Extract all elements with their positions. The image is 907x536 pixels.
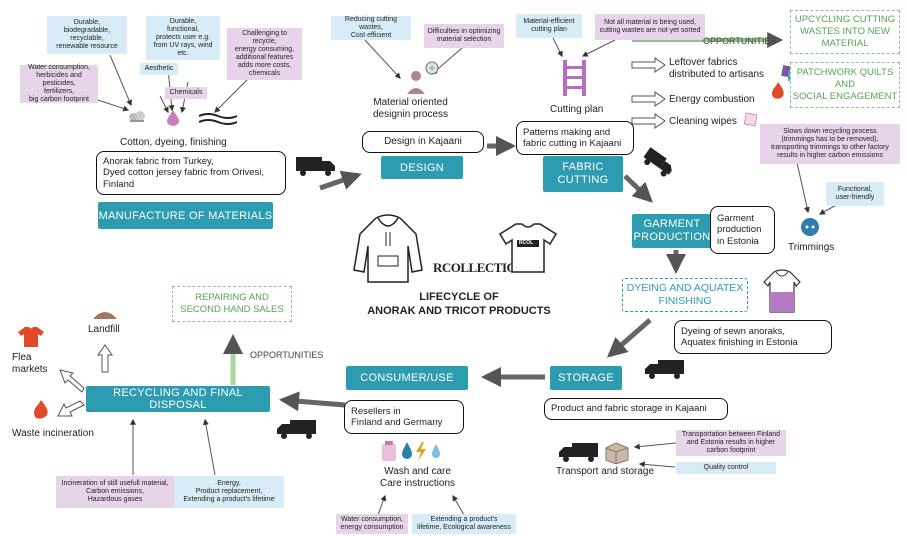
label-flea-markets: Flea markets: [12, 352, 48, 375]
hollow-arrow-cleaning: [631, 113, 666, 129]
button-trim-icon: [800, 217, 820, 237]
landfill-icon: [93, 306, 117, 319]
note-chemicals: Chemicals: [165, 87, 207, 99]
note-not-all-material: Not all material is being used, cutting …: [595, 14, 705, 40]
note-challenging-recycle: Challenging to recycle, energy consuming…: [227, 28, 302, 80]
opportunity-repairing: REPAIRING AND SECOND HAND SALES: [172, 286, 292, 322]
stage-dyeing-finishing: DYEING AND AQUATEX FINISHING: [622, 278, 748, 312]
anorak-dyed-icon: [762, 268, 802, 314]
diagram-title: LIFECYCLE OF ANORAK AND TRICOT PRODUCTS: [367, 291, 551, 318]
flame-icon: [770, 82, 786, 100]
note-incineration: Incineration of still usefull material, …: [56, 476, 174, 508]
stage-garment-production: GARMENT PRODUCTION: [632, 214, 712, 248]
cotton-icon: [128, 109, 146, 123]
truck-icon: [296, 155, 336, 177]
truck-icon: [634, 146, 677, 189]
label-waste-incineration: Waste incineration: [12, 428, 94, 439]
note-durable-functional: Durable, functional, protects user e.g. …: [146, 16, 220, 60]
note-aesthetic: Aesthetic: [140, 63, 178, 75]
note-water-consumption: Water consumption, herbicides and pestic…: [20, 64, 98, 103]
note-transport-finland-estonia: Transportation between Finland and Eston…: [676, 430, 786, 456]
stage-recycling: RECYCLING AND FINAL DISPOSAL: [86, 386, 270, 412]
label-cleaning-wipes: Cleaning wipes: [669, 116, 737, 127]
truck-icon: [644, 358, 684, 380]
truck-icon: [276, 418, 316, 440]
stage-storage: STORAGE: [550, 366, 622, 390]
flow-arrow-consumer-recycling: [279, 391, 346, 412]
label-energy-combustion: Energy combustion: [669, 94, 755, 105]
label-trimmings: Trimmings: [788, 242, 835, 253]
opportunity-upcycling: UPCYCLING CUTTING WASTES INTO NEW MATERI…: [790, 10, 900, 54]
note-energy-product: Energy, Product replacement, Extending a…: [174, 476, 284, 508]
box-garment-estonia: Garment production in Estonia: [710, 206, 775, 254]
hollow-arrow-flea: [59, 369, 85, 393]
opportunity-patchwork: PATCHWORK QUILTS AND SOCIAL ENGAGEMENT: [790, 62, 900, 108]
designer-icon: [402, 60, 442, 94]
note-quality-control: Quality control: [676, 462, 776, 474]
hollow-arrow-energy: [631, 91, 666, 107]
note-reducing-wastes: Reducing cutting wastes, Cost efficient: [331, 16, 411, 40]
box-storage-kajaani: Product and fabric storage in Kajaani: [544, 398, 728, 420]
wipe-icon: [743, 112, 758, 127]
note-durable-biodegradable: Durable, biodegradable, recyclable, rene…: [47, 16, 127, 54]
cutting-plan-icon: [560, 58, 590, 98]
note-material-efficient: Material-efficient cutting plan: [516, 14, 582, 38]
stage-fabric-cutting: FABRIC CUTTING: [543, 156, 623, 192]
hollow-arrow-leftover: [631, 57, 666, 73]
note-slows-recycling: Slows down recycling process (trimmings …: [760, 124, 900, 164]
dye-drop-icon: [166, 110, 180, 126]
tshirt-print: RCOL: [519, 240, 534, 246]
note-difficulties: Difficulties in optimizing material sele…: [424, 24, 504, 48]
box-anorak-fabric: Anorak fabric from Turkey, Dyed cotton j…: [96, 151, 286, 195]
waste-flame-icon: [32, 400, 50, 420]
box-design-kajaani: Design in Kajaani: [362, 131, 484, 153]
label-cutting-plan: Cutting plan: [550, 104, 604, 115]
label-cotton-dyeing: Cotton, dyeing, finishing: [120, 137, 227, 148]
transport-storage-icon: [558, 440, 630, 465]
stage-consumer: CONSUMER/USE: [346, 366, 468, 390]
brand-logo: RCOLLECTION: [433, 260, 526, 275]
box-dyeing-estonia: Dyeing of sewn anoraks, Aquatex finishin…: [674, 320, 832, 354]
label-opportunities-left: OPPORTUNITIES: [250, 350, 324, 360]
label-material-design: Material oriented designin process: [373, 97, 449, 120]
note-extending-lifetime: Extending a product's lifetime, Ecologic…: [412, 514, 516, 534]
flow-arrow-dyeing-storage: [606, 318, 652, 358]
label-leftover-fabrics: Leftover fabrics distributed to artisans: [669, 57, 765, 80]
hollow-arrow-waste: [57, 400, 85, 417]
box-resellers: Resellers in Finland and Germany: [344, 400, 464, 434]
note-water-energy: Water consumption, energy consumption: [336, 514, 408, 534]
stage-design: DESIGN: [381, 156, 463, 179]
label-landfill: Landfill: [88, 324, 120, 335]
hollow-arrow-landfill: [97, 344, 113, 373]
flea-shirt-icon: [17, 326, 45, 348]
note-functional: Functional, user-friendly: [826, 182, 884, 206]
stage-manufacture: MANUFACTURE OF MATERIALS: [98, 202, 273, 229]
label-wash-care: Wash and care Care instructions: [380, 466, 456, 489]
label-opportunities-top: OPPORTUNITIES: [703, 36, 777, 46]
flow-arrow-manufacture-design: [319, 170, 362, 191]
tshirt-icon: [498, 222, 558, 274]
flow-arrow-cutting-garment: [623, 174, 653, 203]
label-transport-storage: Transport and storage: [556, 466, 655, 477]
box-patterns-cutting: Patterns making and fabric cutting in Ka…: [516, 121, 634, 155]
finishing-wave-icon: [198, 112, 238, 126]
wash-care-icons: [380, 440, 442, 462]
anorak-icon: [352, 212, 424, 284]
